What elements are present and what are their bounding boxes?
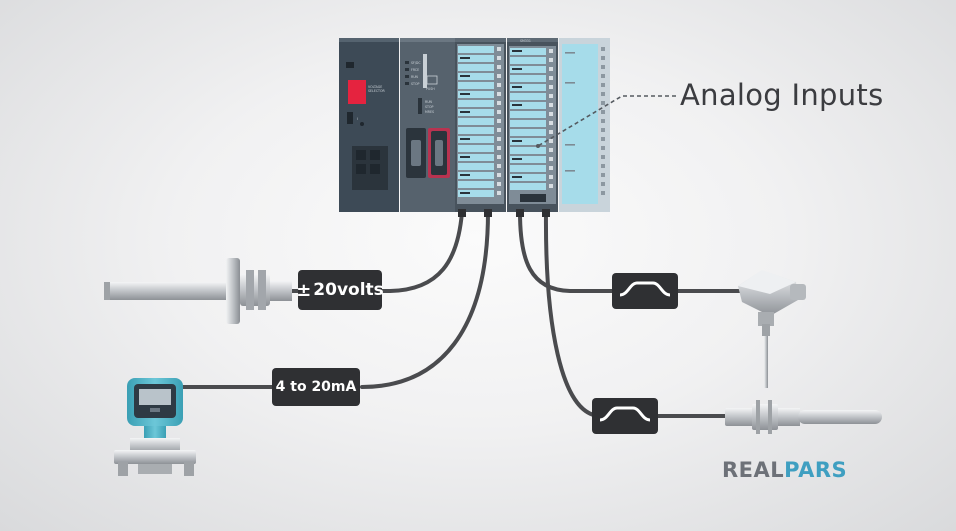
wave-filter-icon xyxy=(599,406,651,422)
module-connectors xyxy=(458,209,550,217)
filter-tag-thermocouple xyxy=(612,273,678,309)
svg-text:STOP: STOP xyxy=(425,105,433,109)
thermocouple-head-icon xyxy=(738,270,806,388)
plus-minus-sign: ± xyxy=(296,279,312,301)
analog-input-module-1 xyxy=(455,38,506,212)
cable-rtd xyxy=(543,210,602,418)
svg-text:RUN: RUN xyxy=(411,75,419,79)
voltage-signal-tag: ± 20volts xyxy=(296,270,384,310)
cables xyxy=(178,210,742,418)
callout-pointer-line xyxy=(537,95,676,147)
callout-pointer-dot xyxy=(536,144,540,148)
logo-text-real: REAL xyxy=(722,458,785,482)
signal-module-light xyxy=(559,38,610,212)
voltage-signal-label: 20volts xyxy=(313,280,384,300)
current-signal-label: 4 to 20mA xyxy=(275,379,357,395)
pressure-transmitter-icon xyxy=(114,378,196,476)
svg-text:VOLTAGE: VOLTAGE xyxy=(368,85,382,89)
plc-rack: VOLTAGE SELECTOR I SF/DC FRCE RUN STOP P… xyxy=(339,38,610,217)
rtd-probe-icon xyxy=(725,400,882,434)
current-signal-tag: 4 to 20mA xyxy=(272,368,360,406)
svg-text:RUN: RUN xyxy=(425,100,433,104)
svg-text:SF/DC: SF/DC xyxy=(411,61,421,65)
voltage-indicator-led xyxy=(348,80,366,104)
svg-text:FRCE: FRCE xyxy=(411,68,419,72)
analog-inputs-callout: Analog Inputs xyxy=(680,78,884,112)
svg-text:STOP: STOP xyxy=(411,82,419,86)
cable-thermocouple xyxy=(518,210,614,293)
cpu-module: SF/DC FRCE RUN STOP PUSH RUN STOP MRES xyxy=(400,38,455,212)
power-supply-module: VOLTAGE SELECTOR I xyxy=(339,38,399,212)
svg-text:MRES: MRES xyxy=(425,110,434,114)
cable-current xyxy=(360,210,490,389)
realpars-logo: REALPARS xyxy=(722,458,847,482)
filter-tag-rtd xyxy=(592,398,658,434)
analog-input-module-2: SM331 xyxy=(507,38,558,212)
cable-voltage xyxy=(380,210,464,293)
svg-text:I: I xyxy=(357,117,358,121)
logo-text-pars: PARS xyxy=(784,458,848,482)
voltage-probe-icon xyxy=(104,258,292,324)
svg-text:SELECTOR: SELECTOR xyxy=(368,89,386,93)
svg-text:SM331: SM331 xyxy=(520,39,531,43)
svg-text:PUSH: PUSH xyxy=(426,87,435,91)
wave-filter-icon xyxy=(619,281,671,297)
